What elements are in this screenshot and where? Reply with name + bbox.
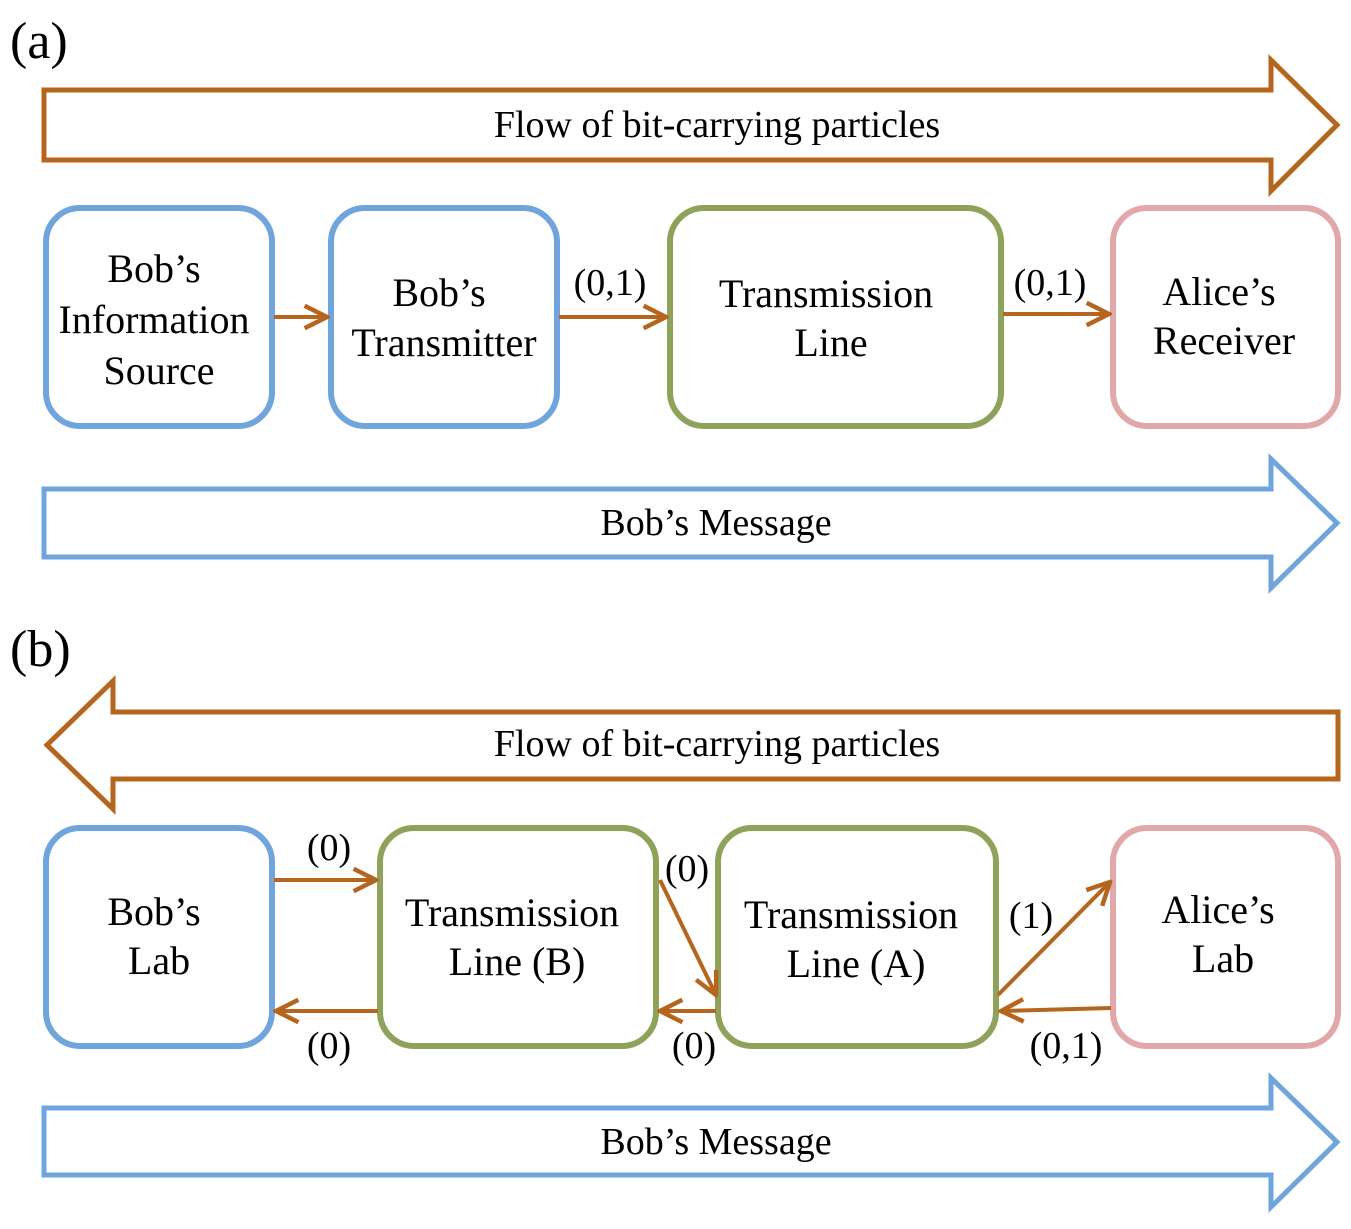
edge-label-line-b-to-bob: (0) [307, 1025, 351, 1067]
arrow-alice-to-line-a [1001, 1008, 1112, 1011]
edge-label-transmitter-to-line: (0,1) [574, 262, 647, 304]
panel-a-transmitter-box: Bob’s Transmitter [328, 205, 560, 429]
receiver-line-1: Alice’s [1162, 269, 1275, 314]
panel-a-message-label: Bob’s Message [600, 502, 831, 544]
edge-label-line-a-to-alice: (1) [1009, 895, 1053, 937]
panel-a-label: (a) [10, 13, 68, 70]
bob-lab-line-1: Bob’s [107, 889, 200, 934]
alice-lab-line-1: Alice’s [1161, 887, 1274, 932]
svg-text:Bob’s Information: Bob’s Information Source [58, 246, 259, 393]
edge-label-alice-to-line-a: (0,1) [1030, 1025, 1103, 1067]
panel-b-particle-flow-arrow: Flow of bit-carrying particles [43, 675, 1341, 815]
info-source-line-1: Bob’s [107, 246, 200, 291]
arrow-line-a-to-alice [996, 882, 1110, 997]
panel-b-alice-lab-box: Alice’s Lab [1110, 825, 1341, 1049]
panel-b-line-b-box: Transmission Line (B) [377, 825, 659, 1049]
edge-label-line-to-receiver: (0,1) [1014, 262, 1087, 304]
panel-a-particle-flow-arrow: Flow of bit-carrying particles [41, 54, 1341, 198]
transmitter-line-2: Transmitter [351, 320, 536, 365]
panel-b-particle-flow-label: Flow of bit-carrying particles [494, 723, 940, 765]
arrow-line-b-to-line-a [658, 879, 716, 995]
panel-a-receiver-box: Alice’s Receiver [1110, 205, 1341, 429]
line-a-line-2: Line (A) [787, 941, 926, 986]
svg-text:Transmission Line (B): Transmission Line (B) [405, 890, 629, 984]
panel-a-particle-flow-label: Flow of bit-carrying particles [494, 104, 940, 146]
edge-label-bob-to-line-b: (0) [307, 827, 351, 869]
panel-a-transmission-line-box: Transmission Line [667, 205, 1004, 429]
svg-text:Transmission Line: Transmission Line [719, 271, 943, 365]
line-a-line-1: Transmission [744, 892, 958, 937]
svg-text:Transmission Line (A): Transmission Line (A) [744, 892, 968, 986]
info-source-line-2: Information [58, 297, 249, 342]
bob-lab-line-2: Lab [128, 938, 190, 983]
svg-text:Bob’s Lab: Bob’s Lab [107, 889, 210, 983]
alice-lab-line-2: Lab [1192, 936, 1254, 981]
svg-text:Alice’s Lab: Alice’s Lab [1161, 887, 1284, 981]
receiver-line-2: Receiver [1153, 318, 1295, 363]
line-b-line-1: Transmission [405, 890, 619, 935]
panel-a-message-arrow: Bob’s Message [41, 453, 1341, 594]
panel-b-label: (b) [10, 621, 71, 678]
panel-b-bob-lab-box: Bob’s Lab [43, 825, 275, 1049]
panel-a-info-source-box: Bob’s Information Source [43, 205, 275, 429]
panel-b-message-arrow: Bob’s Message [41, 1072, 1341, 1213]
svg-text:Alice’s Receiver: Alice’s Receiver [1153, 269, 1295, 363]
transmission-line-line-1: Transmission [719, 271, 933, 316]
edge-label-line-a-to-line-b: (0) [672, 1025, 716, 1067]
panel-b-line-a-box: Transmission Line (A) [715, 825, 999, 1049]
panel-b-message-label: Bob’s Message [600, 1121, 831, 1163]
svg-text:Bob’s Transmitter: Bob’s Transmitter [351, 270, 536, 365]
info-source-line-3: Source [103, 348, 214, 393]
edge-label-line-b-to-line-a: (0) [665, 848, 709, 890]
transmitter-line-1: Bob’s [392, 270, 485, 315]
transmission-line-line-2: Line [794, 320, 867, 365]
line-b-line-2: Line (B) [449, 939, 586, 984]
